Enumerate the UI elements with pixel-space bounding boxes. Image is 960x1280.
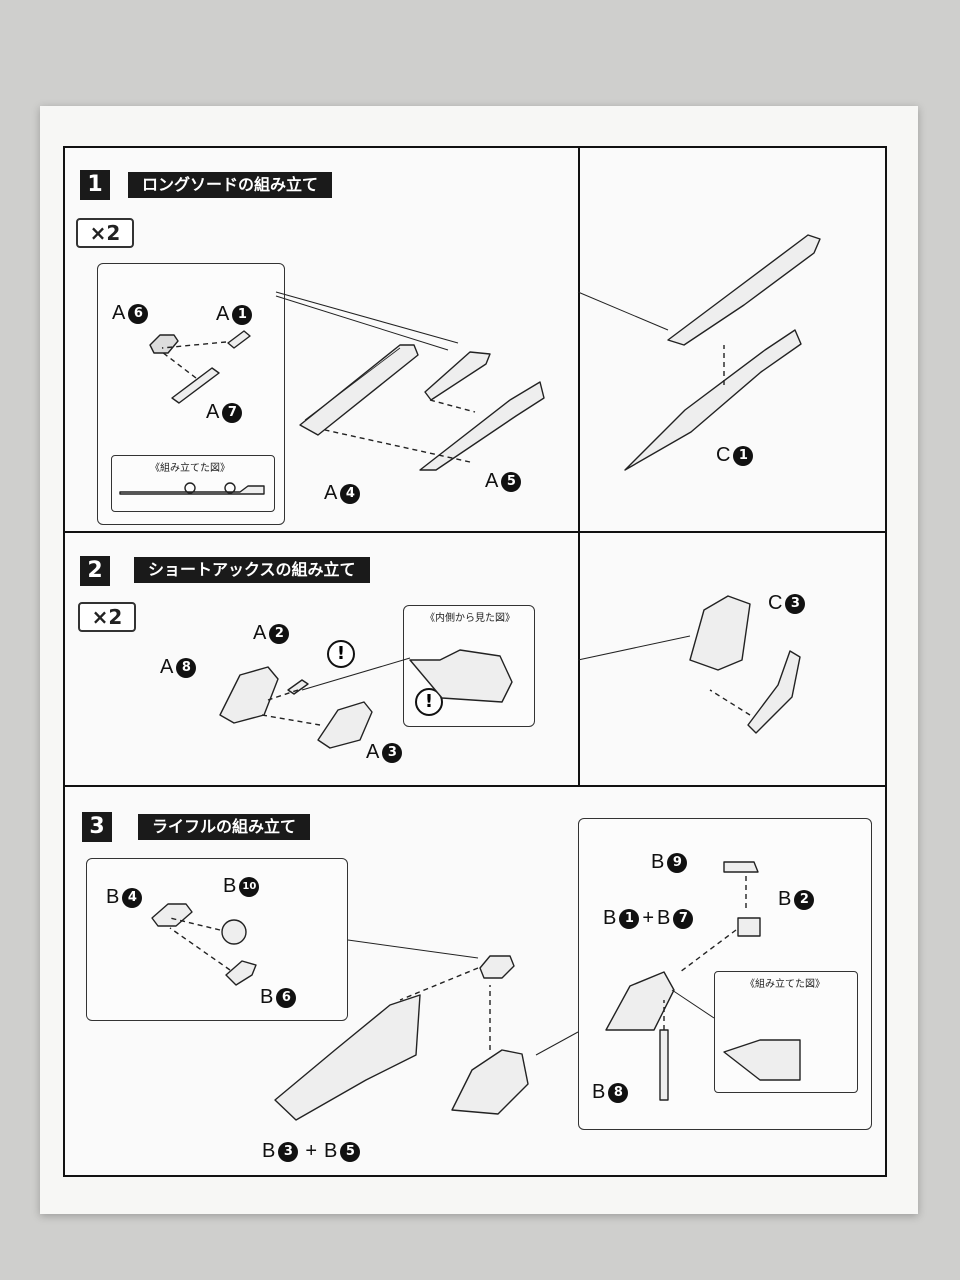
assembled-short-axe <box>690 596 750 670</box>
part-a6 <box>150 335 178 353</box>
rifle-grip <box>452 1050 528 1114</box>
part-a3 <box>318 702 372 748</box>
part-c1 <box>625 330 801 470</box>
part-a7 <box>172 368 219 403</box>
part-b8 <box>660 1030 668 1100</box>
part-b6 <box>226 961 256 985</box>
rifle-connector <box>480 956 514 978</box>
part-b4 <box>152 904 192 926</box>
part-b3-b5 <box>275 995 420 1120</box>
part-a4 <box>300 345 418 435</box>
assembled-long-sword <box>668 235 820 345</box>
part-c3 <box>748 651 800 733</box>
part-b2 <box>738 918 760 936</box>
assembled-rifle-part <box>724 1040 800 1080</box>
sword-hilt-piece <box>425 352 490 400</box>
part-a1 <box>228 331 250 348</box>
part-b9 <box>724 862 758 872</box>
part-a8 <box>220 667 278 723</box>
inside-view-part <box>410 650 512 702</box>
part-a2 <box>288 680 308 694</box>
part-b10 <box>222 920 246 944</box>
